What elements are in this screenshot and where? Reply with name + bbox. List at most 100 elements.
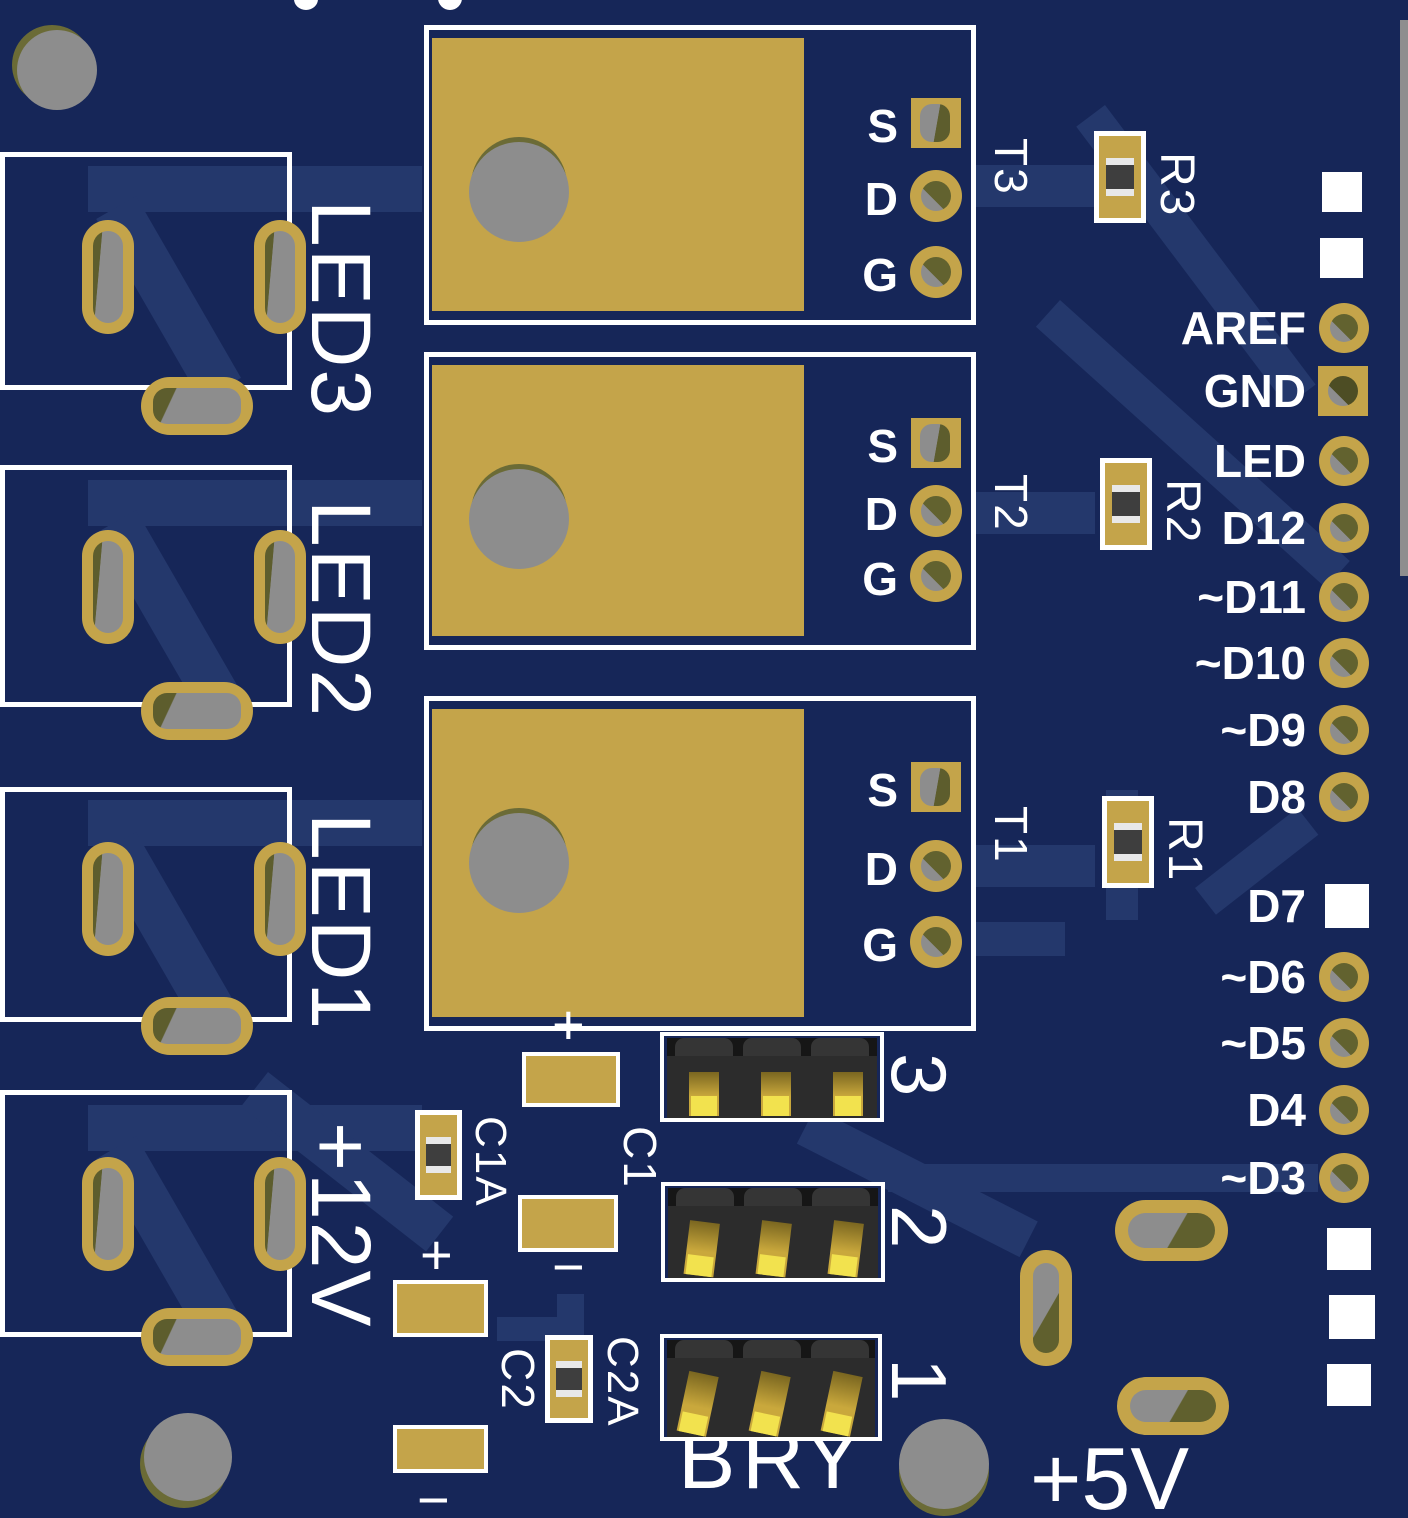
- through-hole-pad: [82, 1157, 134, 1271]
- header-pin: [683, 1220, 720, 1278]
- cut-silkscreen-dot: [294, 0, 318, 10]
- copper-trace: [888, 1164, 1318, 1192]
- header-pin-tip: [835, 1096, 861, 1116]
- source-pad: [911, 418, 961, 468]
- pin-pad: [1319, 772, 1369, 822]
- header-pin: [761, 1072, 791, 1116]
- oval-pad: [1117, 1377, 1229, 1435]
- pad-hole: [265, 853, 295, 945]
- resistor-footprint: [1100, 458, 1152, 550]
- pin-pad: [1319, 1085, 1369, 1135]
- c1a-ref-label: C1A: [466, 1116, 515, 1208]
- mosfet-pin-label: D: [864, 843, 898, 895]
- header-pin: [833, 1072, 863, 1116]
- c1-minus-mark: −: [552, 1235, 585, 1298]
- smd-body: [556, 1361, 582, 1397]
- header-bump: [676, 1188, 734, 1206]
- pad-hole: [920, 768, 950, 806]
- header-bump: [743, 1340, 801, 1358]
- copper-trace: [975, 922, 1065, 956]
- header-pin-tip: [763, 1096, 789, 1116]
- resistor-ref-label: R2: [1156, 479, 1209, 545]
- pin-pad: [910, 840, 962, 892]
- through-hole-pad: [141, 997, 253, 1055]
- pad-hole: [153, 388, 241, 424]
- pad-hole: [921, 181, 951, 211]
- copper-trace: [88, 166, 422, 212]
- pad-hole: [93, 231, 123, 323]
- header-pin: [748, 1370, 791, 1437]
- through-hole-pad: [254, 530, 306, 644]
- mosfet-pin-label: D: [864, 173, 898, 225]
- capacitor-ref-label: C2: [492, 1348, 544, 1411]
- through-hole-pad: [141, 377, 253, 435]
- pin-pad: [1319, 572, 1369, 622]
- oval-pad: [1020, 1250, 1072, 1366]
- pin-pad: [1319, 1018, 1369, 1068]
- pad-hole: [153, 1319, 241, 1355]
- header-bump: [743, 1038, 801, 1056]
- resistor-body: [1105, 158, 1135, 196]
- pin-row-label: GND: [1203, 365, 1306, 417]
- header-body: [668, 1188, 878, 1278]
- pin-row-label: ~D6: [1220, 951, 1306, 1003]
- header-pin-tip: [691, 1096, 717, 1116]
- header-pin: [689, 1072, 719, 1116]
- pin-row-label: ~D5: [1220, 1017, 1306, 1069]
- c2a-ref-label: C2A: [598, 1336, 647, 1428]
- pad-hole: [1330, 514, 1358, 542]
- pin-row-label: ~D3: [1220, 1152, 1306, 1204]
- header-bump: [675, 1340, 733, 1358]
- resistor-body: [1113, 823, 1143, 861]
- pad-hole: [1330, 963, 1358, 991]
- source-pad: [911, 762, 961, 812]
- through-hole-pad: [141, 682, 253, 740]
- mosfet-ref-label: T2: [985, 474, 1037, 532]
- header-outline: [661, 1182, 885, 1282]
- pin-pad: [1319, 705, 1369, 755]
- pad-hole: [93, 853, 123, 945]
- smd-pad-square: [1320, 238, 1363, 278]
- pin-pad: [910, 916, 962, 968]
- pad-hole: [1130, 1390, 1216, 1422]
- pad-hole: [153, 1008, 241, 1044]
- mosfet-pin-label: G: [862, 249, 898, 301]
- smd-pad-square: [1329, 1295, 1375, 1339]
- smd-pad-square: [1325, 884, 1369, 928]
- pad-hole: [1330, 783, 1358, 811]
- header-bump: [744, 1188, 802, 1206]
- pad-hole: [1330, 1096, 1358, 1124]
- pin-row-label: D7: [1247, 880, 1306, 932]
- smd-body: [425, 1136, 452, 1174]
- connector-label: LED3: [294, 200, 388, 419]
- header-pin-tip: [678, 1411, 709, 1437]
- connector-outline: [0, 1090, 292, 1337]
- through-hole-pad: [82, 220, 134, 334]
- pad-hole: [1330, 1029, 1358, 1057]
- pad-hole: [1330, 649, 1358, 677]
- mounting-hole: [899, 1419, 989, 1509]
- mosfet-pin-label: S: [867, 764, 898, 816]
- pad-hole: [93, 541, 123, 633]
- header-pin-tip: [750, 1411, 781, 1437]
- plus-5v-label: +5V: [1030, 1429, 1190, 1518]
- header-outline: [660, 1334, 882, 1441]
- mosfet-pin-label: D: [864, 488, 898, 540]
- resistor-footprint: [1094, 131, 1146, 223]
- pad-hole: [921, 561, 951, 591]
- mosfet-pin-label: G: [862, 553, 898, 605]
- mosfet-ref-label: T1: [985, 806, 1037, 864]
- pad-hole: [93, 1168, 123, 1260]
- mosfet-pin-label: S: [867, 420, 898, 472]
- header-bump: [811, 1038, 869, 1056]
- through-hole-pad: [254, 220, 306, 334]
- pin-row-label: D12: [1221, 502, 1306, 554]
- header-pin: [820, 1370, 863, 1437]
- header-pin: [827, 1220, 864, 1278]
- resistor-body: [1111, 485, 1141, 523]
- header-pin-tip: [757, 1254, 786, 1278]
- copper-trace: [88, 480, 422, 526]
- pin-pad: [910, 485, 962, 537]
- connector-outline: [0, 152, 292, 390]
- connector-label: LED2: [294, 500, 388, 719]
